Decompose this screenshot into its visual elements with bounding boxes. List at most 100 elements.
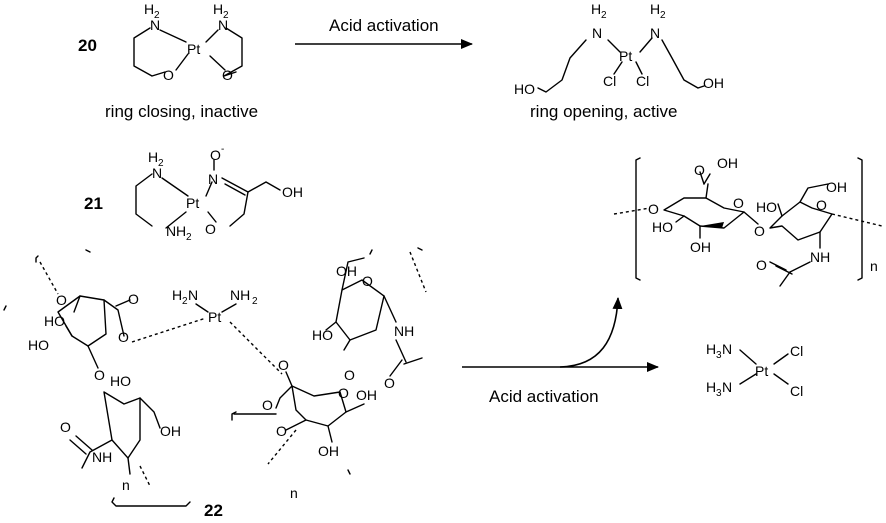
atom-HO: HO: [514, 81, 535, 97]
bond-line: [635, 157, 641, 281]
compound-number-21: 21: [84, 194, 103, 213]
atom-H: H: [148, 149, 158, 165]
atom-OH: OH: [318, 443, 339, 459]
bond-line: [347, 469, 351, 475]
bond-line: [699, 171, 705, 185]
bond-line: [69, 439, 87, 455]
atom-Cl: Cl: [603, 73, 616, 89]
atom-NH: NH: [394, 323, 414, 339]
atom-HO: HO: [28, 337, 49, 353]
bond-line: [345, 403, 365, 413]
atom-N: N: [722, 341, 732, 357]
atom-H: H: [144, 1, 154, 17]
bond-line: [705, 183, 709, 199]
atom-OH: OH: [282, 184, 303, 200]
curved-arrow: [559, 297, 623, 368]
bond-line: [831, 213, 883, 227]
atom-Cl: Cl: [790, 383, 803, 399]
bond-line: [165, 211, 187, 229]
atom-H: H: [176, 223, 186, 239]
bond-line: [335, 279, 385, 341]
atom-O: O: [56, 292, 67, 308]
top-reaction-arrow: Acid activation: [295, 16, 473, 49]
bond-line: [131, 317, 207, 343]
bond-line: [675, 215, 685, 223]
bond-line: [39, 261, 59, 295]
bond-line: [537, 39, 587, 93]
atom-sub: 2: [223, 10, 229, 21]
bond-line: [229, 321, 283, 375]
bond-line: [661, 39, 705, 89]
atom-O: O: [384, 375, 395, 391]
bond-line: [65, 325, 73, 337]
atom-HO: HO: [44, 313, 65, 329]
bond-line: [267, 429, 297, 465]
atom-Pt: Pt: [187, 41, 200, 57]
atom-O: O: [60, 419, 71, 435]
bond-line: [81, 439, 113, 469]
bond-line: [703, 173, 711, 185]
bond-line: [115, 299, 131, 307]
bond-line: [175, 53, 189, 71]
bond-line: [205, 29, 219, 43]
caption-ring-opening: ring opening, active: [530, 102, 677, 121]
bond-line: [139, 465, 151, 487]
bond-line: [103, 299, 125, 337]
bond-line: [343, 339, 351, 351]
atom-sub: 2: [158, 158, 164, 169]
atom-sub: 2: [601, 10, 607, 21]
atom-sub: 2: [252, 296, 258, 307]
compound-22: O HO HO O O O HO OH NH O n H 2 N NH: [3, 247, 427, 520]
atom-N: N: [188, 287, 198, 303]
bond-line: [663, 197, 745, 229]
bond-line: [325, 321, 337, 331]
bottom-arrow-label: Acid activation: [489, 387, 599, 406]
bond-line: [635, 61, 643, 75]
bond-line: [221, 303, 237, 313]
atom-HO: HO: [756, 199, 777, 215]
atom-sub: 3: [716, 388, 722, 399]
atom-N: N: [150, 17, 160, 33]
hyaluronic-acid-unit: n O OH O HO OH O O HO OH O NH O: [613, 155, 883, 287]
bond-line: [739, 373, 757, 385]
bond-line: [87, 345, 99, 369]
repeat-n: n: [870, 258, 878, 274]
bond-line: [73, 295, 81, 313]
atom-O: O: [94, 367, 105, 383]
bond-line: [135, 173, 153, 227]
atom-HO: HO: [652, 219, 673, 235]
atom-O: O: [338, 385, 349, 401]
atom-N: N: [218, 17, 228, 33]
bond-line: [247, 181, 281, 193]
atom-NH: NH: [92, 449, 112, 465]
bond-line: [327, 425, 333, 443]
bond-line: [85, 249, 91, 253]
atom-Pt: Pt: [619, 48, 632, 64]
bond-line: [779, 271, 791, 287]
atom-OH: OH: [356, 387, 377, 403]
atom-O: O: [205, 221, 216, 237]
bond-line: [773, 353, 789, 365]
repeat-n: n: [290, 485, 298, 501]
atom-N: N: [166, 223, 176, 239]
bond-line: [285, 419, 307, 431]
atom-O: O: [756, 257, 767, 273]
atom-O: O: [694, 162, 705, 178]
atom-H2N: H: [172, 287, 182, 303]
atom-O: O: [163, 67, 174, 83]
atom-N: N: [592, 25, 602, 41]
bond-line: [403, 357, 423, 365]
bond-line: [773, 373, 789, 385]
atom-N: N: [208, 171, 218, 187]
atom-N: N: [722, 379, 732, 395]
bond-line: [700, 222, 724, 228]
bond-line: [3, 305, 7, 311]
atom-O: O: [222, 67, 233, 83]
atom-sub: 2: [182, 296, 188, 307]
atom-sub: 3: [716, 350, 722, 361]
atom-Pt: Pt: [186, 195, 199, 211]
bond-line: [613, 61, 623, 75]
caption-ring-closing: ring closing, inactive: [105, 102, 258, 121]
atom-OH: OH: [690, 239, 711, 255]
atom-Pt: Pt: [755, 363, 768, 379]
